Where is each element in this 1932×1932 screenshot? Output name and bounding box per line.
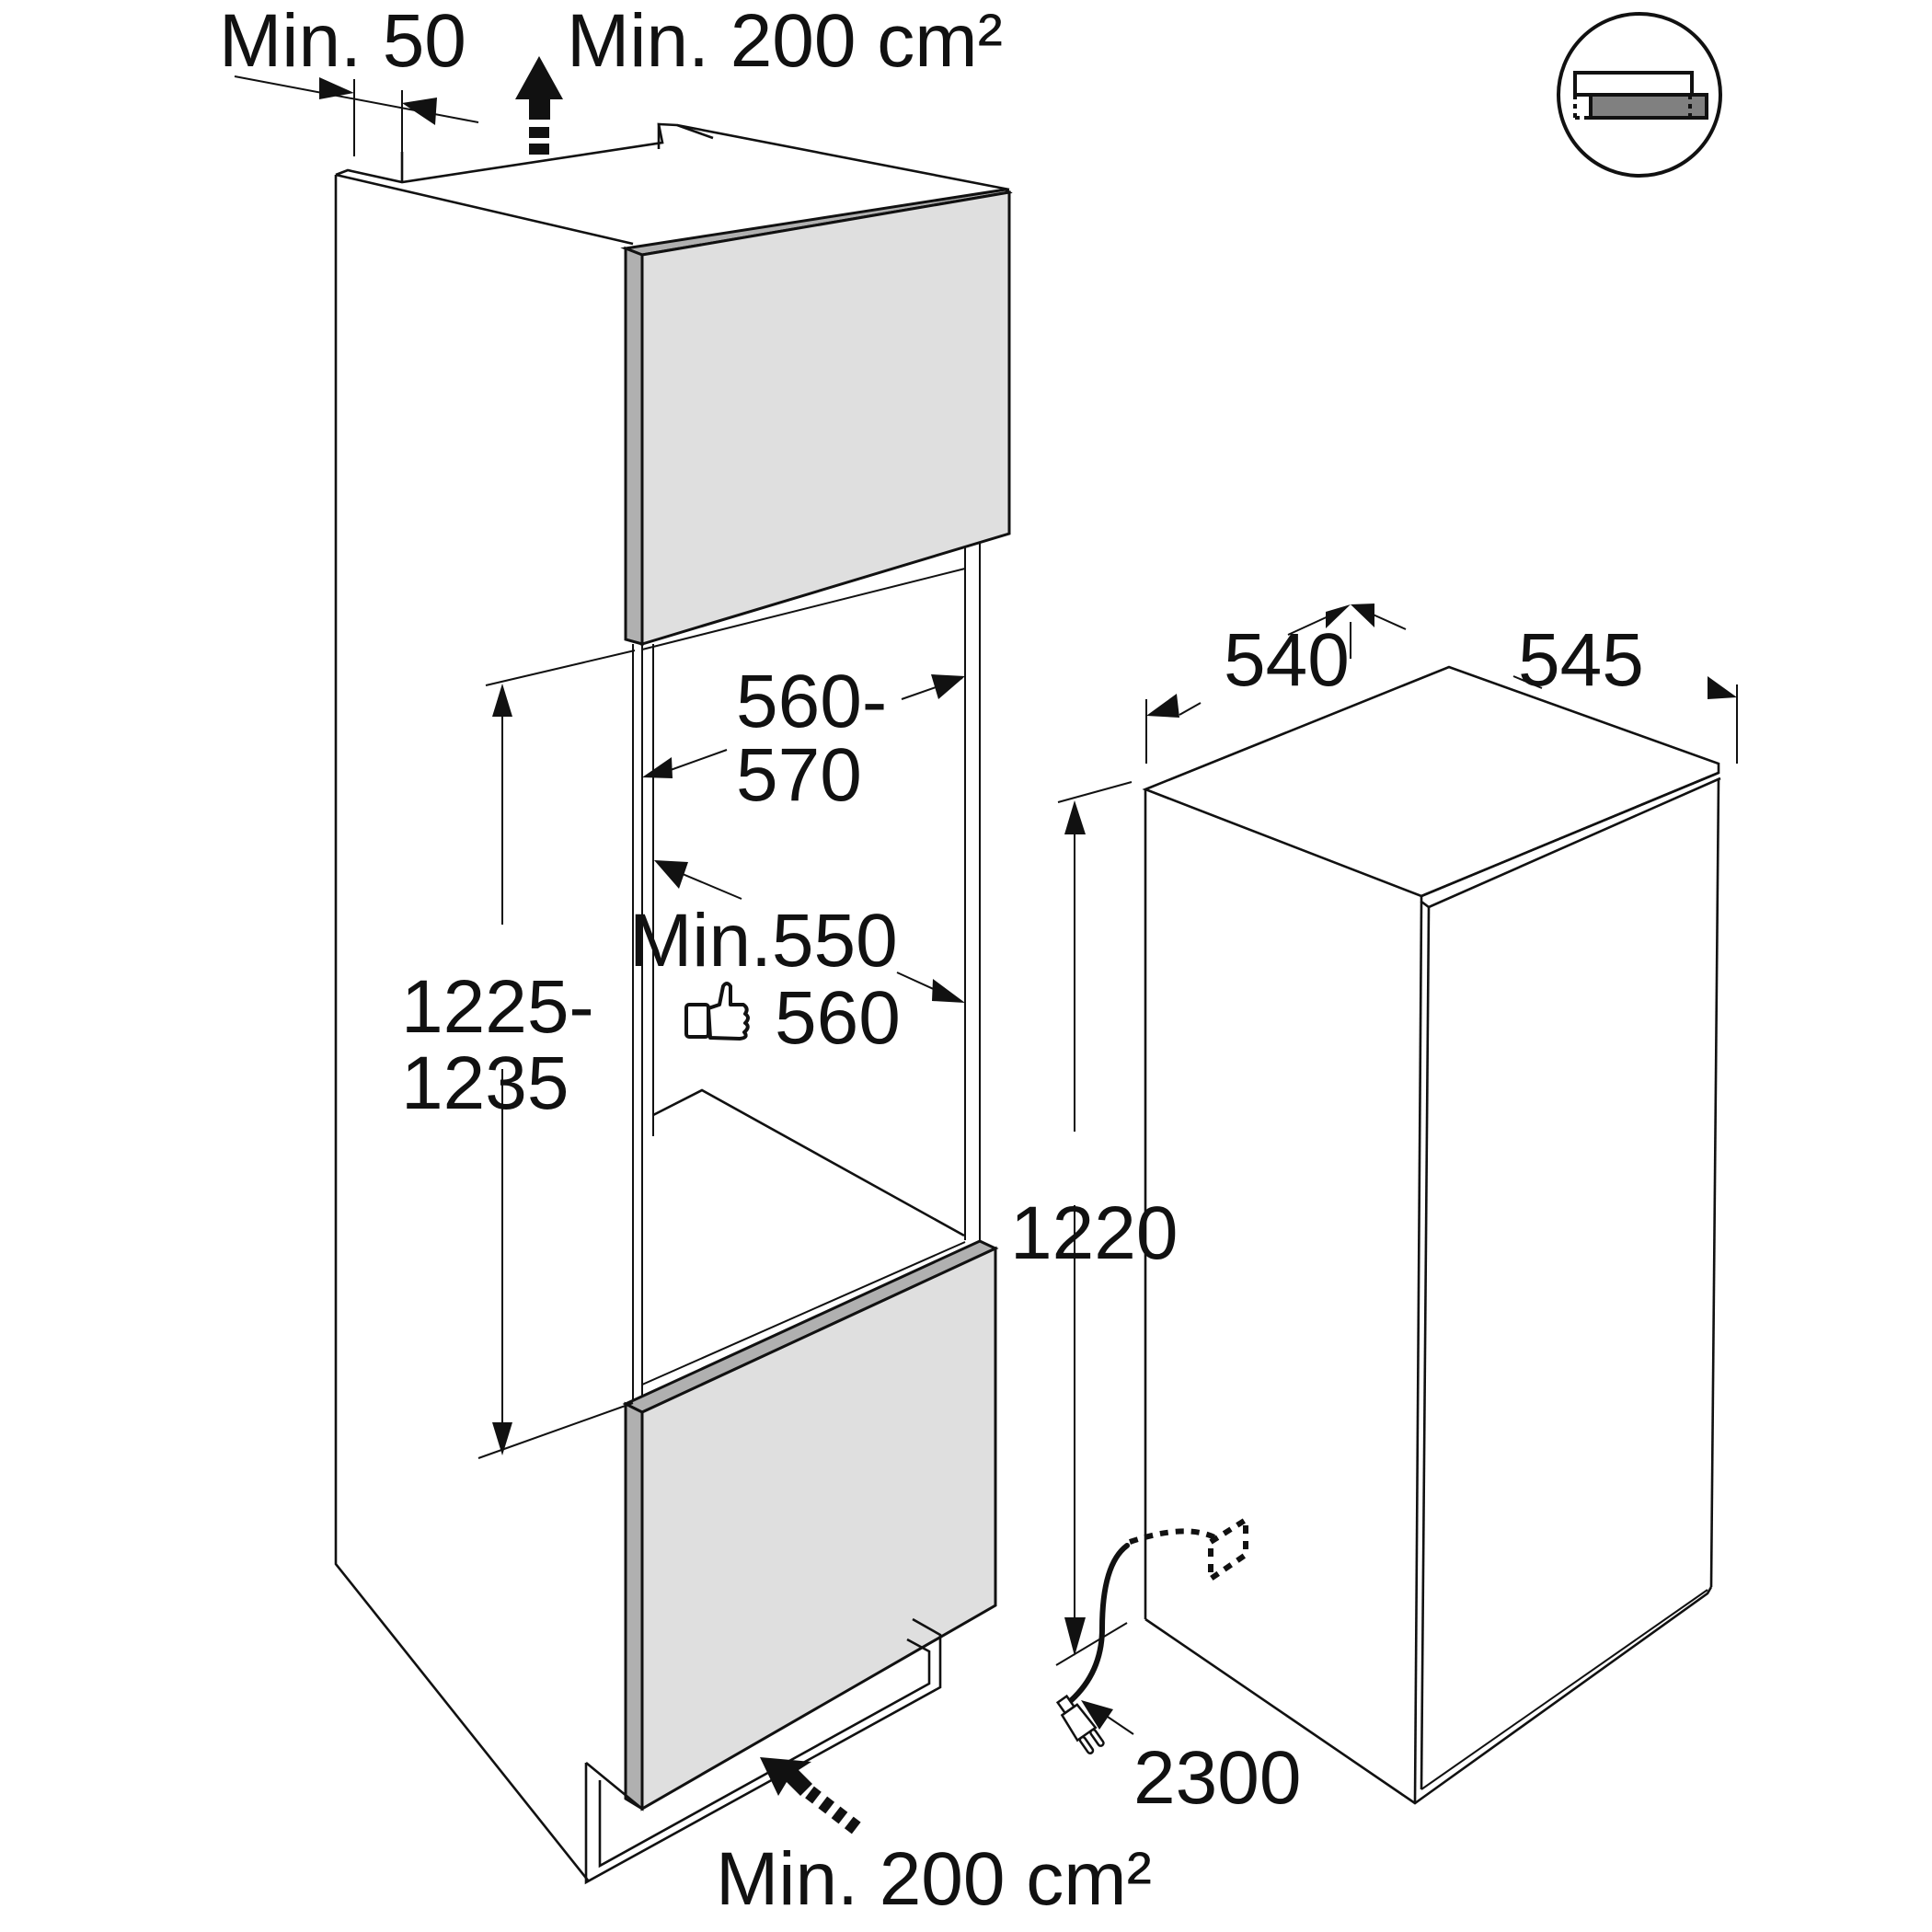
dimension-niche-width: 560- 570: [642, 660, 965, 817]
airflow-up-arrow-icon: Min. 200 cm²: [515, 0, 1003, 155]
refrigerator-appliance: [1142, 665, 1721, 1805]
niche-width-line2: 570: [736, 733, 862, 817]
niche-depth-recommended-label: 560: [775, 976, 901, 1060]
dimension-top-gap: Min. 50: [219, 0, 479, 167]
kitchen-cabinet: [334, 122, 1013, 1885]
niche-depth-min-label: Min.550: [629, 899, 898, 983]
power-plug-icon: [1055, 1694, 1105, 1754]
niche-height-line2: 1235: [401, 1041, 569, 1125]
wall-socket-icon: [1208, 1514, 1248, 1584]
cable-length-label: 2300: [1133, 1736, 1301, 1820]
dimension-niche-height: 1225- 1235: [401, 650, 636, 1459]
appliance-depth-label: 545: [1518, 618, 1644, 702]
door-on-door-mounting-icon: [1557, 12, 1722, 178]
airflow-in-arrow-icon: Min. 200 cm²: [716, 1757, 1152, 1921]
bottom-vent-label: Min. 200 cm²: [716, 1837, 1152, 1921]
appliance-width-label: 540: [1224, 618, 1350, 702]
niche-width-line1: 560-: [736, 660, 887, 743]
top-vent-label: Min. 200 cm²: [567, 0, 1003, 83]
niche-height-line1: 1225-: [401, 965, 594, 1049]
appliance-height-label: 1220: [1010, 1191, 1178, 1275]
top-gap-label: Min. 50: [219, 0, 466, 83]
dimension-appliance-top: 540 545: [1145, 604, 1738, 764]
dimension-appliance-height: 1220: [1010, 781, 1178, 1666]
power-cable: 2300: [1055, 1514, 1301, 1820]
thumbs-up-icon: [684, 982, 750, 1041]
dimension-niche-depth: Min.550 560: [629, 860, 965, 1060]
